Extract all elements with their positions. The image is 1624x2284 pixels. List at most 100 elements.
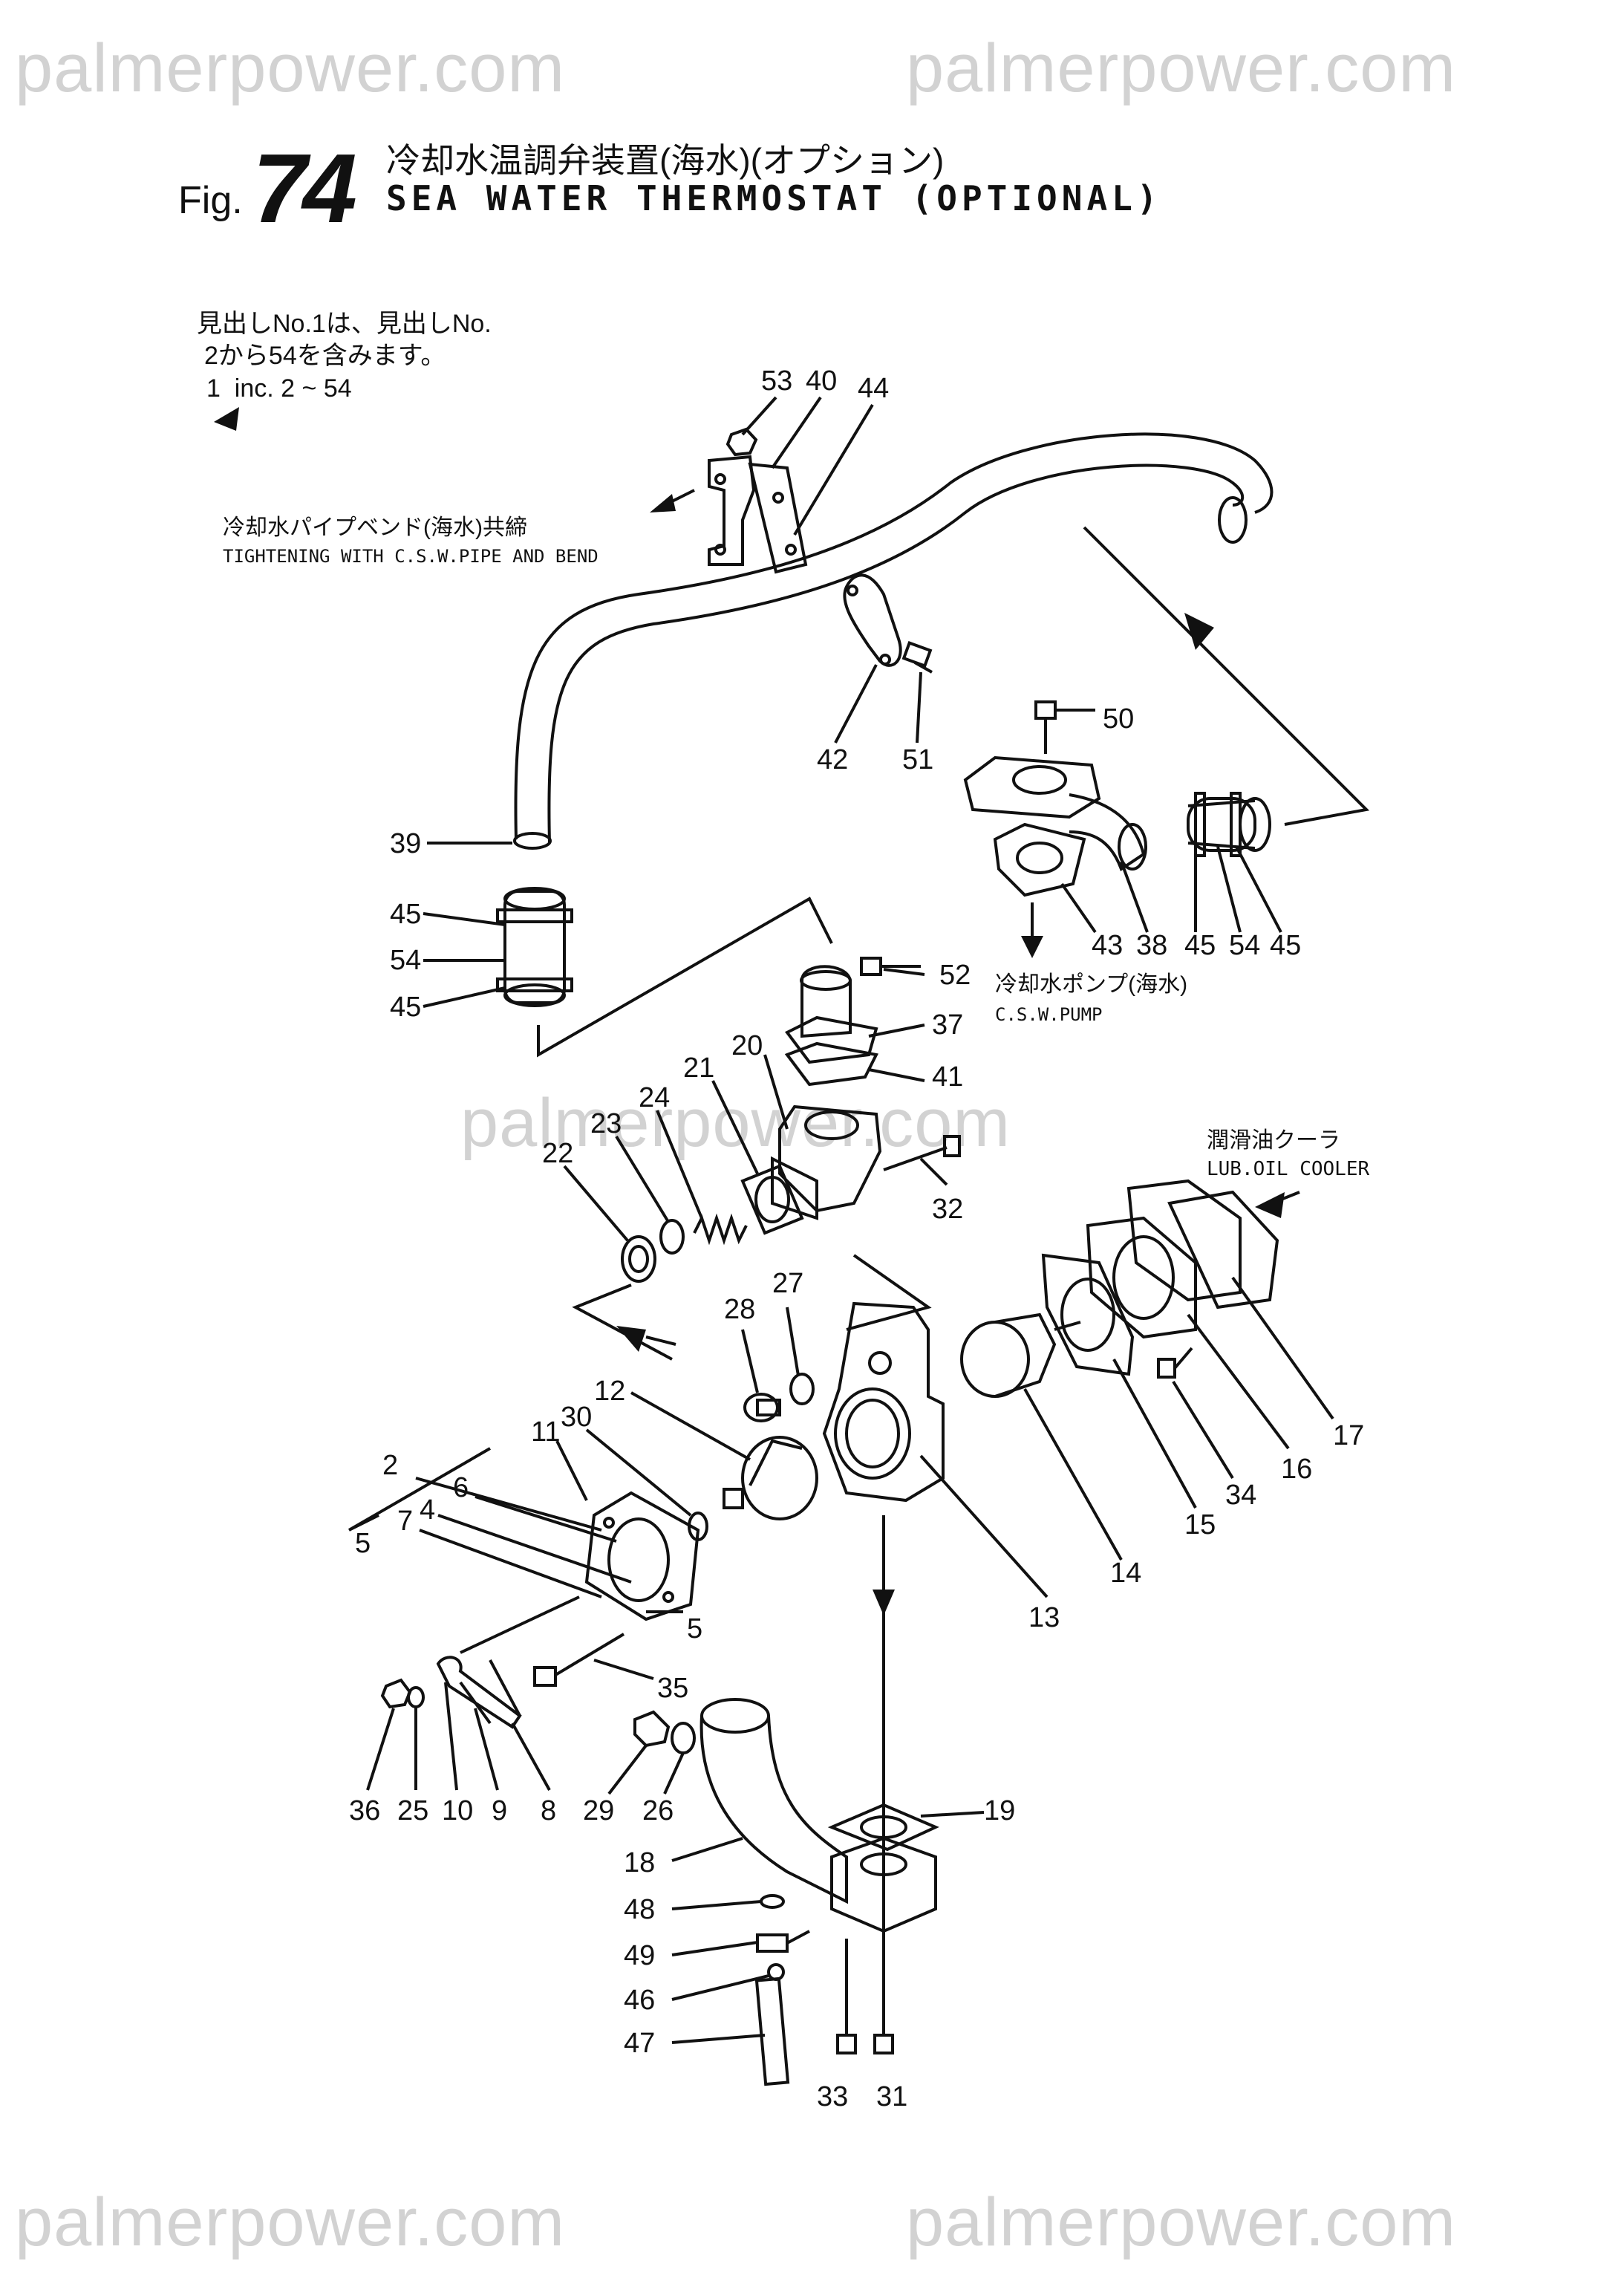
flow-arrow-icon bbox=[1184, 613, 1214, 650]
leader-53 bbox=[741, 396, 777, 436]
bolt-31 bbox=[873, 1946, 894, 2054]
leader-21 bbox=[711, 1080, 759, 1174]
fig-number: 74 bbox=[252, 134, 357, 243]
part-number-27: 27 bbox=[772, 1268, 803, 1299]
bolt-33 bbox=[836, 1939, 857, 2054]
leader-16 bbox=[1187, 1313, 1290, 1450]
includes-note-jp-1: 見出しNo.1は、見出しNo. bbox=[197, 310, 492, 338]
leader-43 bbox=[1060, 882, 1097, 934]
leader-48 bbox=[671, 1900, 762, 1910]
part-number-13: 13 bbox=[1028, 1602, 1060, 1633]
cooler-note-jp: 潤滑油クーラ bbox=[1207, 1128, 1340, 1153]
title-english: SEA WATER THERMOSTAT (OPTIONAL) bbox=[386, 178, 1162, 218]
pin-8 bbox=[489, 1659, 521, 1717]
leader-34 bbox=[1172, 1380, 1234, 1480]
part-number-2: 2 bbox=[382, 1450, 398, 1481]
part-number-19: 19 bbox=[984, 1795, 1015, 1826]
part-number-5a: 5 bbox=[355, 1528, 371, 1559]
part-number-20: 20 bbox=[731, 1030, 763, 1061]
bolt-35 bbox=[533, 1633, 625, 1687]
nut-53 bbox=[725, 427, 758, 457]
part-number-42: 42 bbox=[817, 744, 848, 775]
hose-54-right bbox=[1187, 792, 1271, 857]
thermostat-element-12 bbox=[723, 1436, 818, 1520]
part-number-38: 38 bbox=[1136, 930, 1167, 961]
leader-30 bbox=[585, 1428, 692, 1517]
part-number-26: 26 bbox=[642, 1795, 674, 1826]
part-number-10: 10 bbox=[442, 1795, 473, 1826]
part-number-36: 36 bbox=[349, 1795, 380, 1826]
leader-52 bbox=[883, 968, 925, 976]
washer-26 bbox=[671, 1722, 696, 1754]
part-number-53: 53 bbox=[761, 365, 792, 397]
pipe-bend-39 bbox=[513, 432, 1274, 850]
part-number-43: 43 bbox=[1092, 930, 1123, 961]
watermark-center: palmerpower.com bbox=[460, 1085, 1011, 1161]
plug-29 bbox=[633, 1710, 671, 1748]
seal-22 bbox=[621, 1235, 656, 1283]
part-number-25: 25 bbox=[397, 1795, 428, 1826]
part-number-8: 8 bbox=[541, 1795, 556, 1826]
part-number-33: 33 bbox=[817, 2081, 848, 2112]
leader-22 bbox=[563, 1165, 629, 1242]
pin-9 bbox=[459, 1681, 492, 1725]
plug-28 bbox=[743, 1393, 781, 1422]
part-number-30: 30 bbox=[561, 1402, 592, 1433]
pump-bend-38 bbox=[963, 755, 1147, 872]
pump-note-en: C.S.W.PUMP bbox=[995, 1004, 1103, 1025]
part-number-11: 11 bbox=[531, 1416, 560, 1448]
part-number-41: 41 bbox=[932, 1061, 963, 1093]
spacer-16 bbox=[1086, 1216, 1197, 1339]
pump-note-jp: 冷却水ポンプ(海水) bbox=[995, 972, 1188, 997]
includes-note-jp-2: 2から54を含みます。 bbox=[204, 342, 446, 370]
leader-23 bbox=[615, 1135, 670, 1223]
leader-51 bbox=[916, 671, 922, 744]
part-number-47: 47 bbox=[624, 2028, 655, 2059]
tightening-note-en: TIGHTENING WITH C.S.W.PIPE AND BEND bbox=[223, 546, 599, 567]
part-number-45c: 45 bbox=[1184, 930, 1216, 961]
cover-11 bbox=[584, 1491, 700, 1621]
flow-line-hose bbox=[537, 897, 833, 1058]
gasket-21 bbox=[740, 1164, 804, 1235]
part-number-51: 51 bbox=[902, 744, 933, 775]
fig-label: Fig. bbox=[178, 179, 243, 222]
part-number-54a: 54 bbox=[390, 945, 421, 976]
leader-14 bbox=[1023, 1388, 1123, 1561]
pipe-clamp-42 bbox=[843, 573, 902, 667]
flange-17 bbox=[1126, 1179, 1279, 1309]
flow-arrow-down-icon bbox=[873, 1560, 895, 1616]
leader-leverlink bbox=[460, 1595, 580, 1654]
watermark-top-right: palmerpower.com bbox=[906, 30, 1457, 106]
watermark-top-left: palmerpower.com bbox=[15, 30, 566, 106]
leader-15 bbox=[1112, 1359, 1197, 1509]
flow-line-mid2 bbox=[846, 1254, 932, 1331]
part-number-34: 34 bbox=[1225, 1480, 1256, 1511]
part-number-5b: 5 bbox=[687, 1613, 702, 1644]
part-number-45b: 45 bbox=[390, 992, 421, 1023]
part-number-15: 15 bbox=[1184, 1509, 1216, 1540]
leader-42 bbox=[834, 664, 878, 744]
washer-27 bbox=[789, 1373, 815, 1405]
part-number-22: 22 bbox=[542, 1138, 573, 1169]
part-number-50: 50 bbox=[1103, 703, 1134, 735]
lever-10 bbox=[436, 1656, 522, 1729]
flow-line-mid bbox=[572, 1283, 673, 1361]
drain-parts bbox=[754, 1894, 810, 2086]
leader-36 bbox=[366, 1708, 395, 1791]
cooler-arrow-icon bbox=[1255, 1191, 1300, 1218]
leader-38 bbox=[1120, 861, 1149, 933]
leader-20 bbox=[763, 1054, 789, 1130]
part-number-40: 40 bbox=[806, 365, 837, 397]
gasket-41 bbox=[784, 1041, 878, 1087]
part-number-21: 21 bbox=[683, 1052, 714, 1084]
part-number-46: 46 bbox=[624, 1985, 655, 2016]
leader-29 bbox=[607, 1744, 648, 1795]
leader-19 bbox=[920, 1811, 985, 1818]
leader-46 bbox=[671, 1974, 769, 2001]
leader-4 bbox=[437, 1514, 632, 1584]
part-number-17: 17 bbox=[1333, 1420, 1364, 1451]
washer-25 bbox=[407, 1686, 425, 1708]
part-number-23: 23 bbox=[590, 1108, 622, 1139]
leader-bracket-2 bbox=[348, 1447, 492, 1532]
